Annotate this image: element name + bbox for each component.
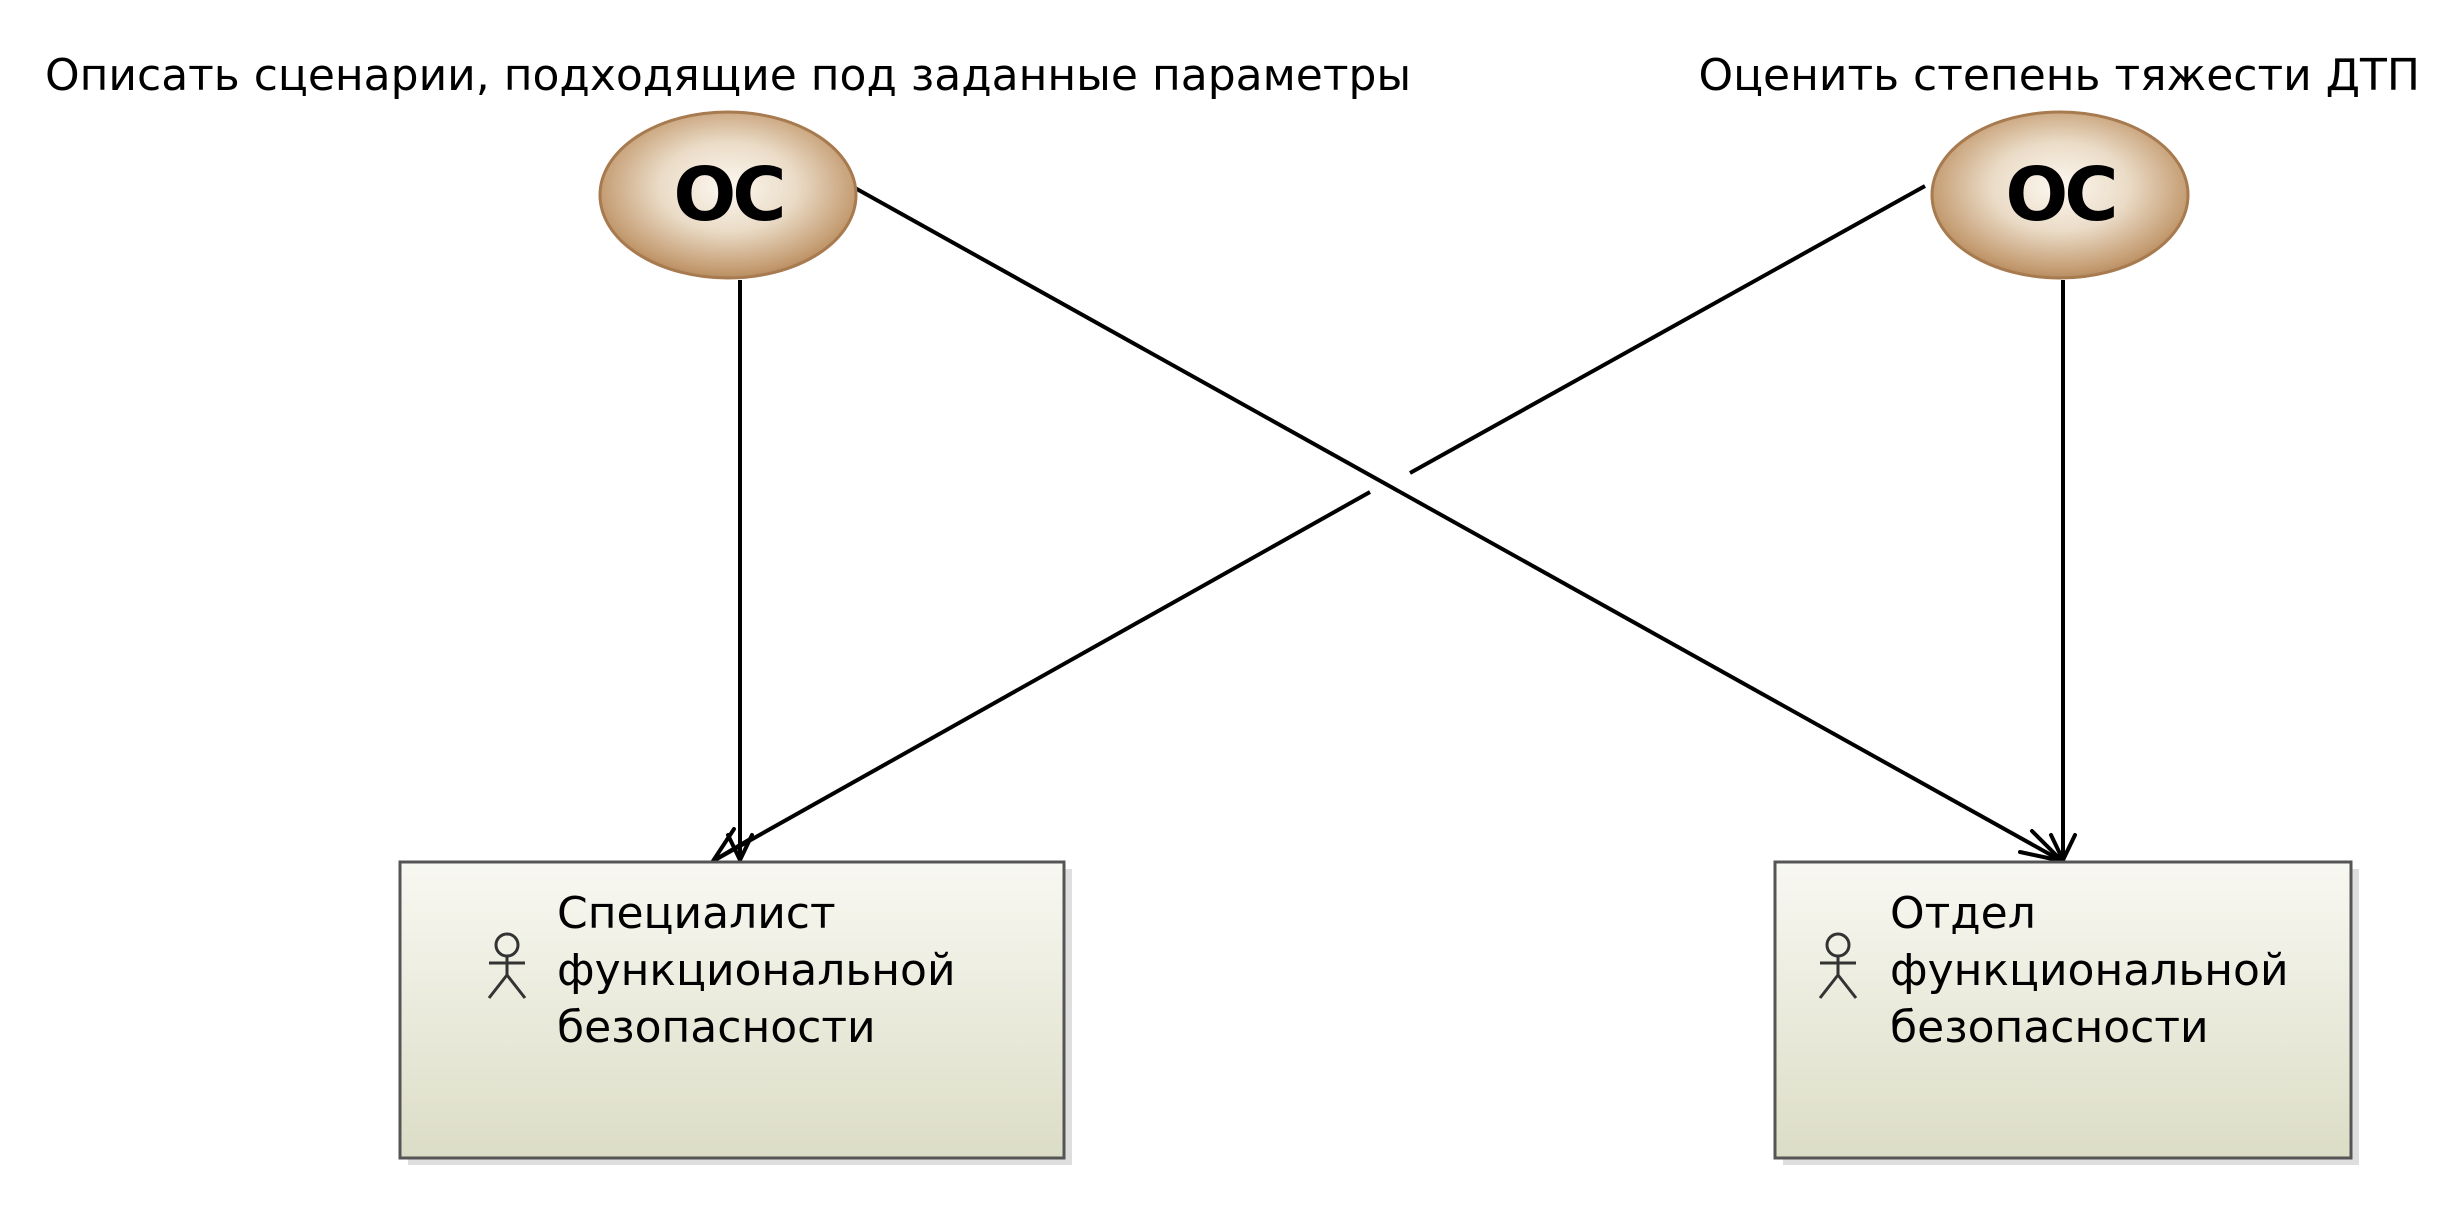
role-1-node[interactable]: Специалист функциональной безопасности [398,860,1072,1165]
actor-icon [1818,932,1858,999]
role-2-line-3: безопасности [1890,1002,2209,1053]
role-2-line-1: Отдел [1890,888,2036,939]
goal-1-badge: OC [673,152,782,238]
goal-oval-icon [1930,110,2190,280]
goal-1-label: Описать сценарии, подходящие под заданны… [45,50,1411,101]
role-2-node[interactable]: Отдел функциональной безопасности [1773,860,2359,1165]
connections [711,184,2077,863]
goal-2-label: Оценить степень тяжести ДТП [1698,50,2420,101]
goal-oval-icon [598,110,858,280]
role-1-line-3: безопасности [557,1002,876,1053]
goal-2-node[interactable]: OC [1930,110,2190,280]
role-1-line-2: функциональной [557,945,956,996]
goal-1-node[interactable]: OC [598,110,858,280]
role-2-line-2: функциональной [1890,945,2289,996]
role-1-box [398,860,1066,1160]
arrowhead-icon [2049,833,2077,862]
role-1-line-1: Специалист [557,888,836,939]
actor-icon [487,932,527,999]
connection-goal-2-role-1-segment-b[interactable] [714,490,1371,862]
role-2-box [1773,860,2353,1160]
goal-2-badge: OC [2005,152,2114,238]
connection-goal-2-role-1-segment-a[interactable] [1409,184,1926,475]
connection-goal-1-role-2[interactable] [854,186,2061,862]
